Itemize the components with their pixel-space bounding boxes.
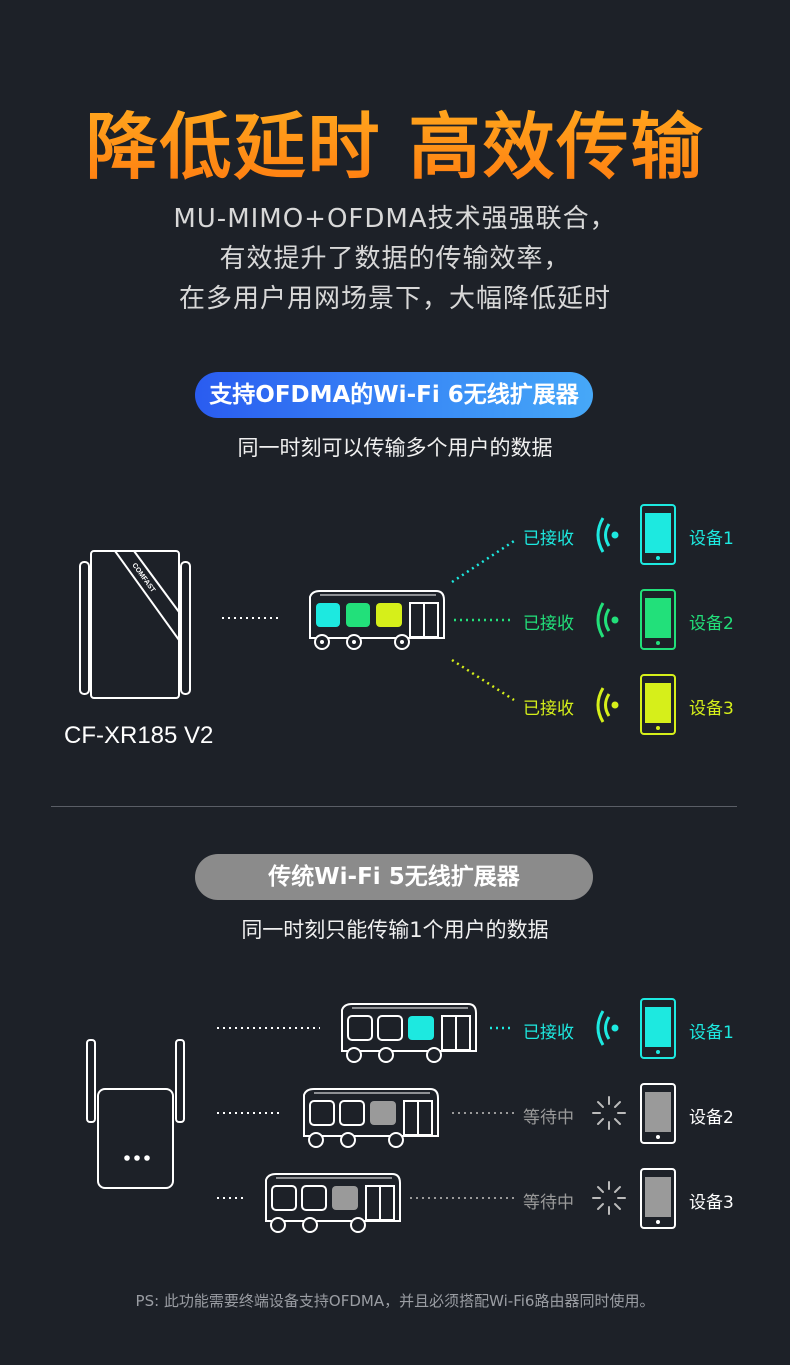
wifi6-link-1	[451, 539, 515, 584]
phone-icon	[640, 674, 676, 735]
device-label: 设备3	[689, 699, 734, 719]
footnote: PS: 此功能需要终端设备支持OFDMA，并且必须搭配Wi-Fi6路由器同时使用…	[135, 1292, 655, 1310]
signal-icon	[596, 602, 619, 638]
wifi5-pill: 传统Wi-Fi 5无线扩展器	[195, 854, 593, 900]
wifi6-link-3	[451, 658, 515, 702]
section-divider	[51, 806, 737, 807]
wifi5-bus-icon	[341, 1003, 477, 1063]
loading-spinner-icon	[592, 1181, 626, 1215]
description-line-3: 在多用户用网场景下，大幅降低延时	[178, 284, 611, 314]
wifi5-bus-icon	[303, 1088, 439, 1148]
device-label: 设备1	[689, 1023, 734, 1043]
status-label: 已接收	[523, 614, 574, 634]
status-label: 等待中	[523, 1108, 574, 1128]
status-label: 已接收	[523, 699, 574, 719]
wifi6-extender-icon	[79, 550, 191, 699]
wifi5-extender-icon	[86, 1039, 185, 1189]
phone-icon	[640, 589, 676, 650]
signal-icon	[596, 687, 619, 723]
device-label: 设备2	[689, 614, 734, 634]
page-title: 降低延时 高效传输	[0, 88, 790, 193]
wifi6-pill: 支持OFDMA的Wi-Fi 6无线扩展器	[195, 372, 593, 418]
phone-icon	[640, 504, 676, 565]
status-label: 已接收	[523, 1023, 574, 1043]
phone-icon	[640, 998, 676, 1059]
wifi6-subtitle: 同一时刻可以传输多个用户的数据	[237, 436, 553, 460]
description-line-2: 有效提升了数据的传输效率，	[219, 244, 571, 274]
wifi5-bus-icon	[265, 1173, 401, 1233]
description-line-1: MU-MIMO+OFDMA技术强强联合，	[173, 204, 617, 234]
wifi6-bus-icon	[309, 590, 445, 650]
status-label: 等待中	[523, 1193, 574, 1213]
model-name: CF-XR185 V2	[64, 722, 214, 749]
device-label: 设备2	[689, 1108, 734, 1128]
signal-icon	[596, 1010, 619, 1046]
phone-icon	[640, 1083, 676, 1144]
status-label: 已接收	[523, 529, 574, 549]
loading-spinner-icon	[592, 1096, 626, 1130]
device-label: 设备3	[689, 1193, 734, 1213]
device-label: 设备1	[689, 529, 734, 549]
wifi5-subtitle: 同一时刻只能传输1个用户的数据	[241, 918, 549, 942]
signal-icon	[596, 517, 619, 553]
phone-icon	[640, 1168, 676, 1229]
